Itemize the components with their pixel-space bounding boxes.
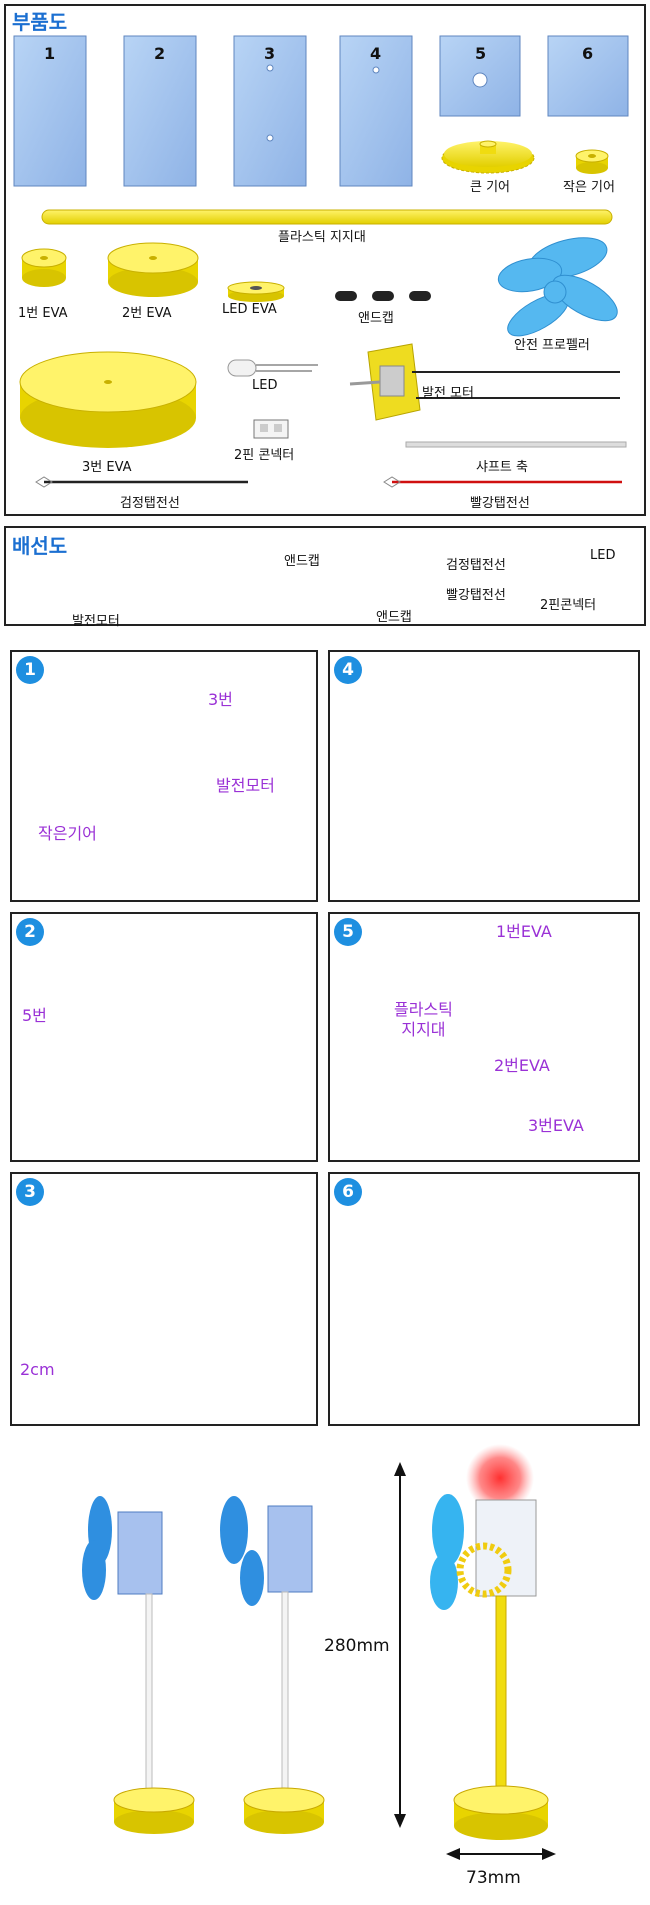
big-gear-label: 큰 기어 bbox=[470, 180, 511, 195]
step1-gear-label: 작은기어 bbox=[38, 824, 97, 843]
step6-panel bbox=[328, 1172, 640, 1426]
propeller-label: 안전 프로펠러 bbox=[514, 338, 590, 353]
step5-badge: 5 bbox=[334, 918, 362, 946]
eva2-disc bbox=[107, 242, 199, 297]
step1-panel bbox=[10, 650, 318, 902]
end-cap-label: 앤드캡 bbox=[358, 311, 394, 326]
final-product-1 bbox=[82, 1496, 195, 1834]
plate-6 bbox=[547, 35, 629, 117]
led-label: LED bbox=[252, 378, 278, 393]
parts-title: 부품도 bbox=[12, 10, 68, 34]
small-gear bbox=[575, 149, 609, 174]
red-wire-part bbox=[383, 476, 622, 488]
red-wire-label: 빨강탭전선 bbox=[470, 496, 530, 511]
eva3-disc bbox=[19, 351, 197, 448]
step5-panel bbox=[328, 912, 640, 1162]
step5-eva2-label: 2번EVA bbox=[494, 1056, 550, 1075]
step1-plate-label: 3번 bbox=[208, 690, 233, 709]
eva3-label: 3번 EVA bbox=[82, 460, 132, 475]
led-eva-label: LED EVA bbox=[222, 302, 277, 317]
plate-2-number: 2 bbox=[154, 44, 166, 63]
step2-panel bbox=[10, 912, 318, 1162]
step1-badge: 1 bbox=[16, 656, 44, 684]
wiring-title: 배선도 bbox=[12, 534, 68, 558]
plate-4-number: 4 bbox=[370, 44, 382, 63]
step3-panel bbox=[10, 1172, 318, 1426]
wiring-motor: 발전모터 bbox=[72, 614, 120, 629]
plate-4 bbox=[339, 35, 413, 187]
shaft-label: 샤프트 축 bbox=[476, 460, 528, 475]
end-caps bbox=[335, 291, 431, 301]
plate-3 bbox=[233, 35, 307, 187]
step5-eva3-label: 3번EVA bbox=[528, 1116, 584, 1135]
eva1-label: 1번 EVA bbox=[18, 306, 68, 321]
big-gear bbox=[441, 140, 535, 174]
wiring-black-wire: 검정탭전선 bbox=[446, 558, 506, 573]
led-eva-disc bbox=[227, 281, 285, 302]
width-dimension-arrow bbox=[446, 1848, 556, 1860]
shaft-part bbox=[405, 441, 627, 448]
black-wire-label: 검정탭전선 bbox=[120, 496, 180, 511]
motor-part bbox=[349, 343, 620, 421]
motor-label: 발전 모터 bbox=[422, 386, 474, 401]
step4-badge: 4 bbox=[334, 656, 362, 684]
plate-1 bbox=[13, 35, 87, 187]
step5-rod-label: 플라스틱 지지대 bbox=[394, 1000, 453, 1039]
propeller bbox=[497, 237, 618, 337]
small-gear-label: 작은 기어 bbox=[563, 180, 615, 195]
led-part bbox=[227, 359, 318, 377]
wiring-red-wire: 빨강탭전선 bbox=[446, 588, 506, 603]
step2-plate-label: 5번 bbox=[22, 1006, 47, 1025]
black-wire-part bbox=[35, 476, 248, 488]
eva1-disc bbox=[21, 248, 67, 287]
plate-6-number: 6 bbox=[582, 44, 594, 63]
wiring-end-cap-top: 앤드캡 bbox=[284, 554, 320, 569]
step1-motor-label: 발전모터 bbox=[216, 776, 275, 795]
final-product-2 bbox=[220, 1496, 325, 1834]
height-dimension-arrow bbox=[394, 1462, 406, 1828]
step4-panel bbox=[328, 650, 640, 902]
height-label: 280mm bbox=[324, 1636, 390, 1656]
plastic-rod bbox=[41, 209, 613, 225]
step5-eva1-label: 1번EVA bbox=[496, 922, 552, 941]
connector-label: 2핀 콘넥터 bbox=[234, 448, 295, 463]
final-product-3 bbox=[430, 1444, 549, 1840]
step3-length-label: 2cm bbox=[20, 1360, 55, 1379]
wiring-end-cap-bottom: 앤드캡 bbox=[376, 610, 412, 625]
connector-part bbox=[253, 419, 289, 439]
plate-3-number: 3 bbox=[264, 44, 276, 63]
step3-badge: 3 bbox=[16, 1178, 44, 1206]
plate-2 bbox=[123, 35, 197, 187]
wiring-panel bbox=[4, 526, 646, 626]
plate-5-number: 5 bbox=[475, 44, 487, 63]
width-label: 73mm bbox=[466, 1868, 521, 1888]
step2-badge: 2 bbox=[16, 918, 44, 946]
wiring-led: LED bbox=[590, 548, 616, 563]
step6-badge: 6 bbox=[334, 1178, 362, 1206]
plate-5 bbox=[439, 35, 521, 117]
plastic-rod-label: 플라스틱 지지대 bbox=[278, 230, 366, 245]
eva2-label: 2번 EVA bbox=[122, 306, 172, 321]
plate-1-number: 1 bbox=[44, 44, 56, 63]
wiring-connector: 2핀콘넥터 bbox=[540, 598, 597, 613]
